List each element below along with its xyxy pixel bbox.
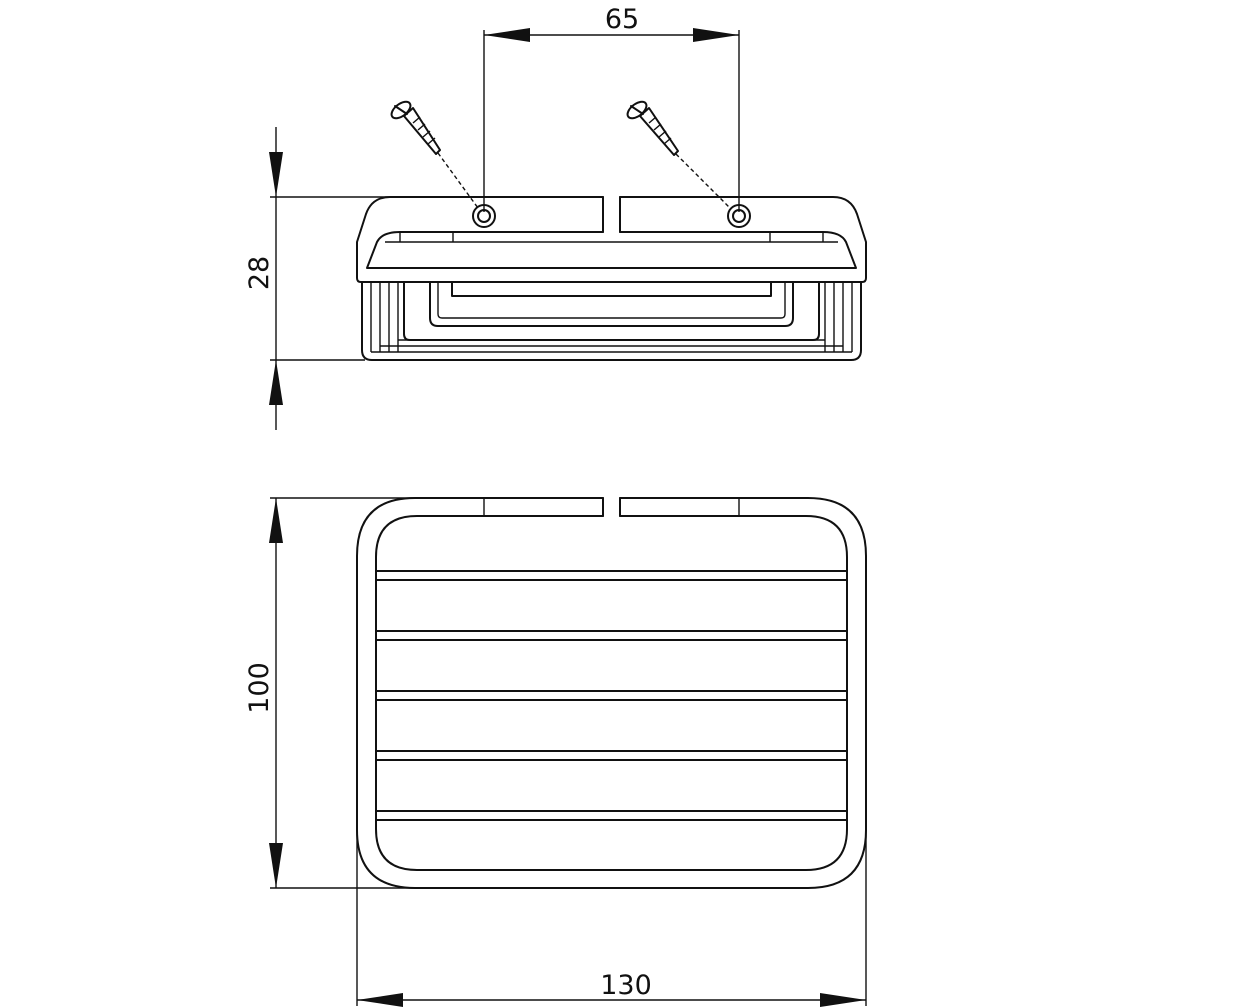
arrow-bottom bbox=[269, 843, 283, 888]
arrow-right bbox=[693, 28, 739, 42]
screw-icon bbox=[626, 100, 731, 209]
top-view: 100 130 bbox=[244, 497, 867, 1007]
mounting-hole-left bbox=[472, 204, 496, 228]
arrow-top bbox=[269, 498, 283, 543]
arrow-top bbox=[269, 152, 283, 197]
arrow-bottom bbox=[269, 360, 283, 405]
dimension-label-width: 130 bbox=[600, 970, 652, 1001]
arrow-left bbox=[484, 28, 530, 42]
dimension-screw-spacing: 65 bbox=[483, 4, 740, 212]
dimension-label-screw-spacing: 65 bbox=[605, 4, 639, 35]
arrow-right bbox=[820, 993, 866, 1007]
top-view-slats bbox=[375, 570, 848, 821]
side-view: 65 28 bbox=[244, 4, 867, 430]
mounting-hole-right bbox=[727, 204, 751, 228]
dimension-width: 130 bbox=[356, 830, 867, 1007]
dimension-height: 28 bbox=[244, 127, 395, 430]
arrow-left bbox=[357, 993, 403, 1007]
screw-icon bbox=[390, 100, 479, 209]
dimension-label-depth: 100 bbox=[244, 662, 275, 714]
side-view-basket bbox=[361, 281, 862, 361]
dimension-depth: 100 bbox=[244, 497, 415, 889]
dimension-label-height: 28 bbox=[244, 256, 275, 290]
top-view-frame bbox=[356, 497, 867, 889]
side-view-rim bbox=[356, 196, 867, 283]
